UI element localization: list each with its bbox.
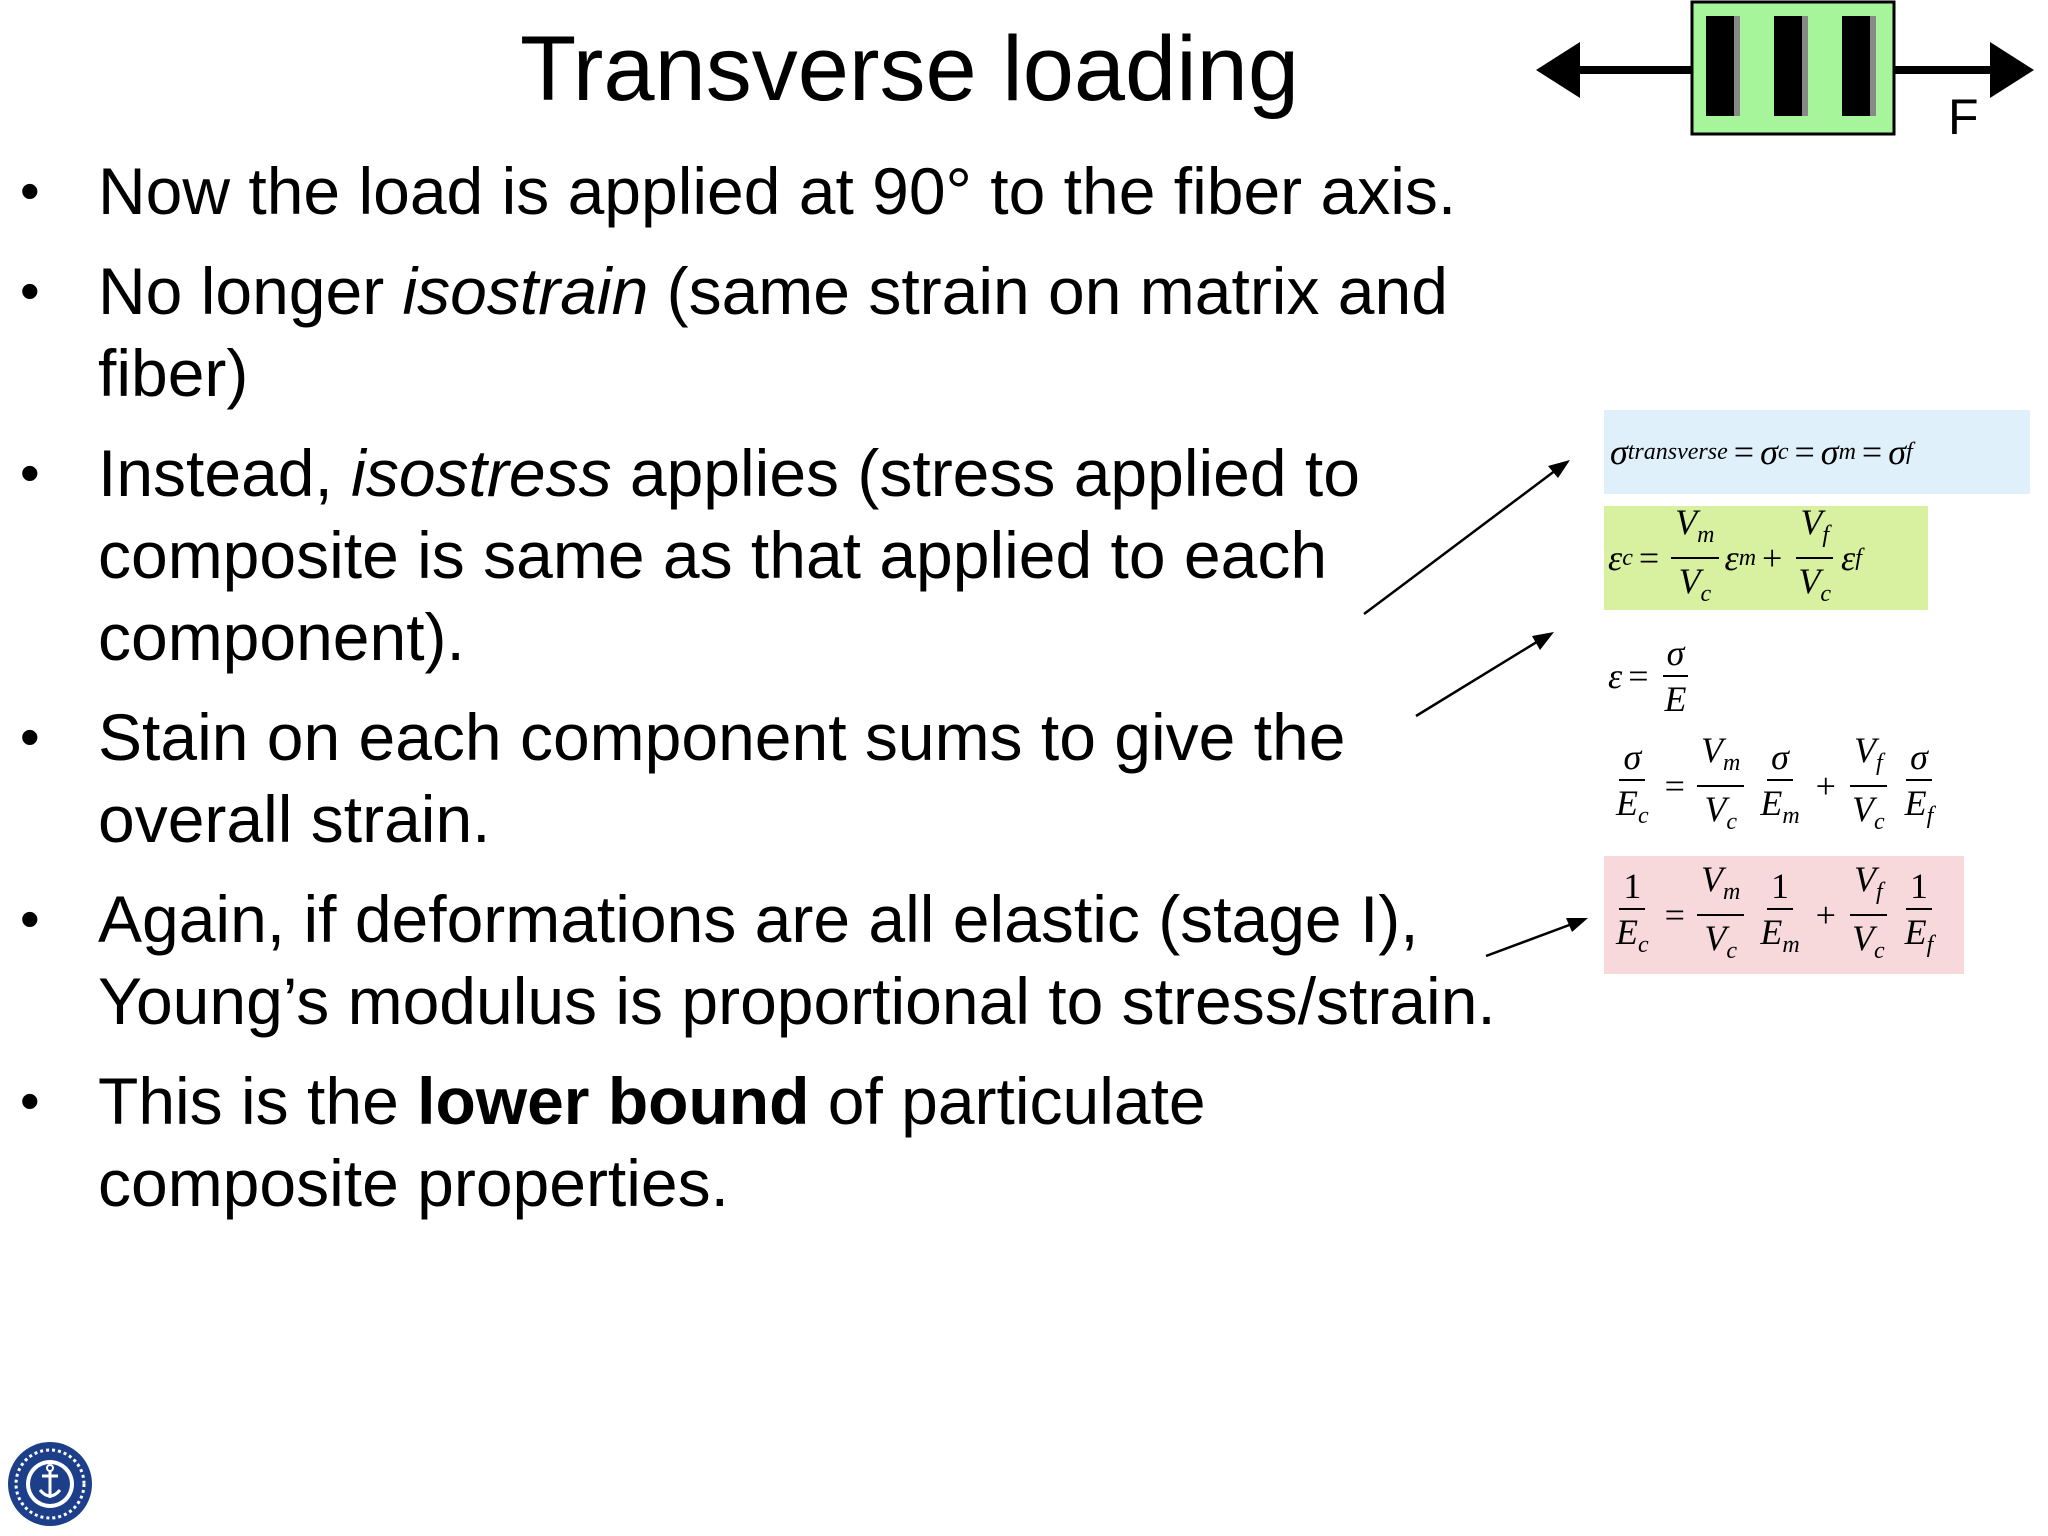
right-force-arrowhead bbox=[1990, 42, 2034, 98]
bullet-text: composite properties. bbox=[98, 1146, 729, 1220]
bullet-text: fiber) bbox=[98, 336, 249, 410]
fiber-1-shade bbox=[1734, 16, 1740, 116]
pointer-arrow-isostress bbox=[1363, 469, 1557, 615]
bullet-item: • Again, if deformations are all elastic… bbox=[0, 878, 1560, 1042]
pointer-arrow-strain bbox=[1415, 638, 1541, 718]
bullet-text: overall strain. bbox=[98, 782, 491, 856]
bullet-dot: • bbox=[20, 705, 40, 768]
bullet-text: Young’s modulus is proportional to stres… bbox=[98, 964, 1496, 1038]
bullet-text: No longer bbox=[98, 254, 403, 328]
bullet-emphasis: isostress bbox=[351, 436, 612, 510]
bullet-dot: • bbox=[20, 259, 40, 322]
bullet-text: (same strain on matrix and bbox=[648, 254, 1448, 328]
fiber-2 bbox=[1774, 16, 1802, 116]
fiber-3 bbox=[1842, 16, 1870, 116]
bullet-item: • This is the lower bound of particulate… bbox=[0, 1060, 1560, 1224]
bullet-text: composite is same as that applied to eac… bbox=[98, 518, 1328, 592]
bullet-item: • Stain on each component sums to give t… bbox=[0, 696, 1560, 860]
fiber-1 bbox=[1706, 16, 1734, 116]
bullet-item: • Now the load is applied at 90° to the … bbox=[0, 150, 1560, 232]
bullet-item: • No longer isostrain (same strain on ma… bbox=[0, 250, 1560, 414]
bullet-text: Again, if deformations are all elastic (… bbox=[98, 882, 1419, 956]
bullet-text: of particulate bbox=[809, 1064, 1206, 1138]
fiber-3-shade bbox=[1870, 16, 1876, 116]
bullet-text: component). bbox=[98, 600, 465, 674]
bullet-bold: lower bound bbox=[417, 1064, 810, 1138]
bullet-text: This is the bbox=[98, 1064, 418, 1138]
bullet-dot: • bbox=[20, 441, 40, 504]
slide-title: Transverse loading bbox=[520, 18, 1299, 120]
bullet-text: Instead, bbox=[98, 436, 352, 510]
pointer-arrow-modulus bbox=[1485, 922, 1573, 958]
bullet-emphasis: isostrain bbox=[402, 254, 649, 328]
bullet-dot: • bbox=[20, 159, 40, 222]
bullet-item: • Instead, isostress applies (stress app… bbox=[0, 432, 1560, 678]
left-force-arrowhead bbox=[1536, 42, 1580, 98]
force-label: F bbox=[1948, 89, 1979, 145]
bullet-dot: • bbox=[20, 1069, 40, 1132]
fiber-2-shade bbox=[1802, 16, 1808, 116]
bullet-dot: • bbox=[20, 887, 40, 950]
university-seal-logo bbox=[8, 1442, 92, 1526]
bullet-text: Now the load is applied at 90° to the fi… bbox=[98, 154, 1457, 228]
bullet-text: Stain on each component sums to give the bbox=[98, 700, 1346, 774]
bullet-text: applies (stress applied to bbox=[611, 436, 1360, 510]
bullet-list: • Now the load is applied at 90° to the … bbox=[0, 150, 1560, 1242]
